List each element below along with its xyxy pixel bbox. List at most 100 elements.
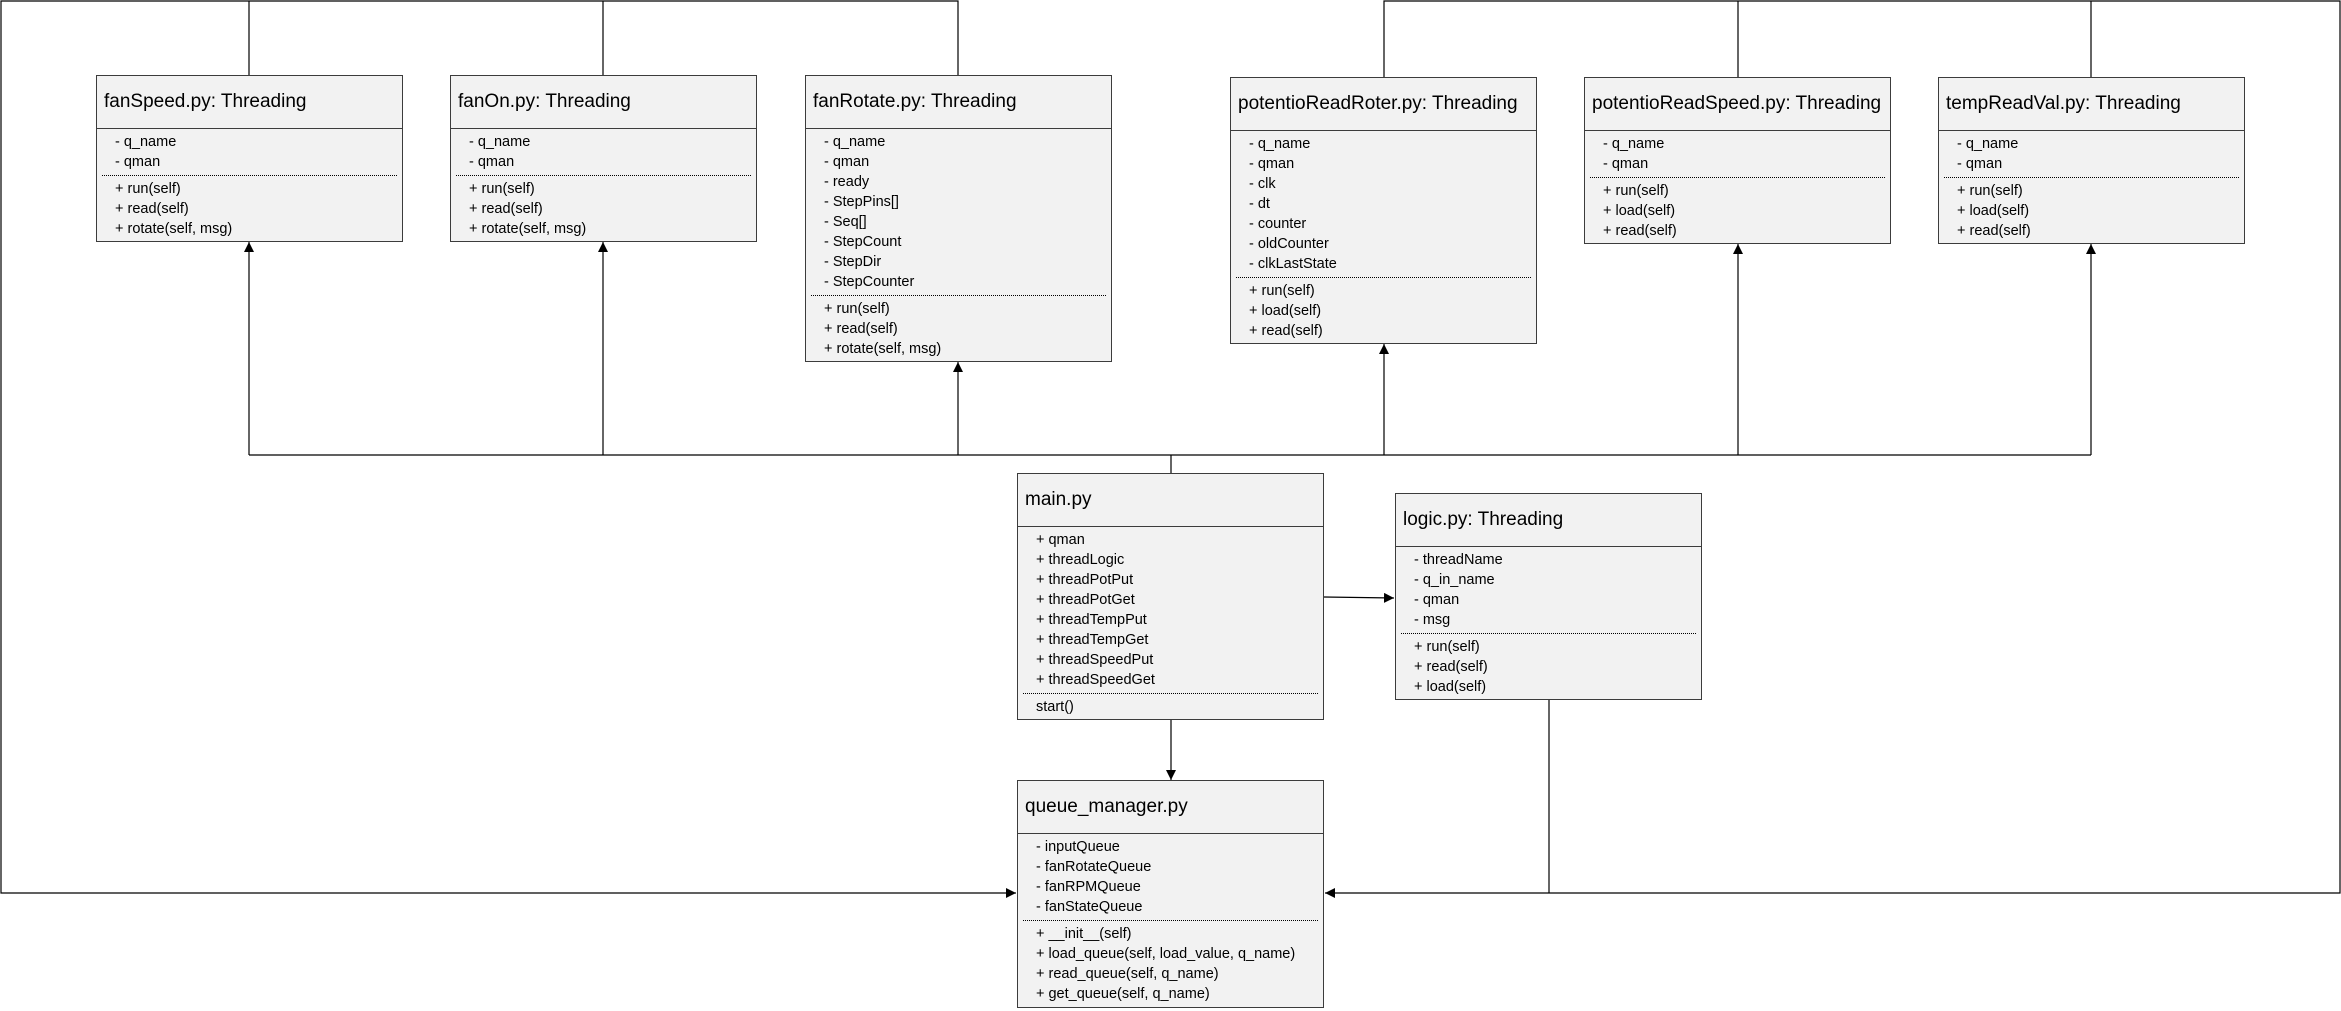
method: + run(self): [469, 181, 535, 197]
methods-section: + run(self) + read(self) + load(self): [1401, 633, 1696, 700]
attribute: + threadLogic: [1036, 552, 1125, 568]
attribute: - Seq[]: [824, 214, 867, 230]
class-queue-manager: queue_manager.py - inputQueue - fanRotat…: [1017, 780, 1324, 1008]
method: + rotate(self, msg): [469, 221, 587, 237]
class-potentioreadspeed: potentioReadSpeed.py: Threading - q_name…: [1584, 77, 1891, 244]
class-logic: logic.py: Threading - threadName - q_in_…: [1395, 493, 1702, 700]
class-title: fanSpeed.py: Threading: [97, 76, 402, 129]
method: + read(self): [1414, 659, 1488, 675]
attribute: - q_name: [1957, 136, 2019, 152]
attribute: + qman: [1036, 532, 1085, 548]
method: + load(self): [1603, 203, 1676, 219]
attribute: - q_name: [115, 134, 177, 150]
method: + read_queue(self, q_name): [1036, 966, 1219, 982]
attribute: - qman: [469, 154, 515, 170]
attribute: - q_name: [1603, 136, 1665, 152]
attribute: - q_name: [1249, 136, 1311, 152]
method: + read(self): [469, 201, 543, 217]
method: + rotate(self, msg): [824, 341, 942, 357]
attribute: - q_name: [469, 134, 531, 150]
attributes-section: - q_name - qman - clk - dt - counter - o…: [1231, 131, 1536, 277]
class-title: queue_manager.py: [1018, 781, 1323, 834]
attribute: - StepCount: [824, 234, 902, 250]
method: + run(self): [1249, 283, 1315, 299]
class-title: tempReadVal.py: Threading: [1939, 78, 2244, 131]
class-tempreadval: tempReadVal.py: Threading - q_name - qma…: [1938, 77, 2245, 244]
attribute: - msg: [1414, 612, 1451, 628]
class-main: main.py + qman + threadLogic + threadPot…: [1017, 473, 1324, 720]
class-title: main.py: [1018, 474, 1323, 527]
attribute: - ready: [824, 174, 870, 190]
attribute: - StepPins[]: [824, 194, 899, 210]
attribute: - qman: [824, 154, 870, 170]
method: + load(self): [1249, 303, 1322, 319]
attribute: + threadPotPut: [1036, 572, 1134, 588]
class-potentioreadroter: potentioReadRoter.py: Threading - q_name…: [1230, 77, 1537, 344]
right-loop-line: [1325, 0, 2341, 893]
attribute: - threadName: [1414, 552, 1503, 568]
method: + load_queue(self, load_value, q_name): [1036, 946, 1296, 962]
attribute: - inputQueue: [1036, 839, 1120, 855]
method: + get_queue(self, q_name): [1036, 986, 1210, 1002]
left-loop-line: [0, 0, 1016, 893]
method: + read(self): [1603, 223, 1677, 239]
attribute: + threadSpeedPut: [1036, 652, 1154, 668]
attribute: - fanRPMQueue: [1036, 879, 1141, 895]
attributes-section: + qman + threadLogic + threadPotPut + th…: [1018, 527, 1323, 693]
method: start(): [1036, 699, 1074, 715]
methods-section: + run(self) + read(self) + rotate(self, …: [456, 175, 751, 242]
attribute: - qman: [1603, 156, 1649, 172]
method: + run(self): [1603, 183, 1669, 199]
class-title: potentioReadRoter.py: Threading: [1231, 78, 1536, 131]
attributes-section: - q_name - qman: [1939, 131, 2244, 177]
attribute: - StepCounter: [824, 274, 915, 290]
attribute: - qman: [1957, 156, 2003, 172]
method: + run(self): [1957, 183, 2023, 199]
class-title: fanOn.py: Threading: [451, 76, 756, 129]
method: + read(self): [1957, 223, 2031, 239]
arrow-main-to-logic: [1323, 592, 1395, 603]
attribute: + threadPotGet: [1036, 592, 1135, 608]
attribute: - q_name: [824, 134, 886, 150]
class-fanon: fanOn.py: Threading - q_name - qman + ru…: [450, 75, 757, 242]
method: + read(self): [115, 201, 189, 217]
attribute: - counter: [1249, 216, 1307, 232]
method: + run(self): [115, 181, 181, 197]
method: + rotate(self, msg): [115, 221, 233, 237]
attributes-section: - inputQueue - fanRotateQueue - fanRPMQu…: [1018, 834, 1323, 920]
class-title: fanRotate.py: Threading: [806, 76, 1111, 129]
method: + run(self): [1414, 639, 1480, 655]
methods-section: + run(self) + read(self) + rotate(self, …: [811, 295, 1106, 362]
methods-section: start(): [1023, 693, 1318, 720]
attributes-section: - q_name - qman - ready - StepPins[] - S…: [806, 129, 1111, 295]
attributes-section: - q_name - qman: [97, 129, 402, 175]
methods-section: + run(self) + load(self) + read(self): [1590, 177, 1885, 244]
class-fanrotate: fanRotate.py: Threading - q_name - qman …: [805, 75, 1112, 362]
attribute: - fanRotateQueue: [1036, 859, 1152, 875]
class-title: potentioReadSpeed.py: Threading: [1585, 78, 1890, 131]
method: + read(self): [1249, 323, 1323, 339]
attribute: - clkLastState: [1249, 256, 1337, 272]
method: + run(self): [824, 301, 890, 317]
attribute: - qman: [115, 154, 161, 170]
class-fanspeed: fanSpeed.py: Threading - q_name - qman +…: [96, 75, 403, 242]
attribute: - StepDir: [824, 254, 882, 270]
attribute: - qman: [1414, 592, 1460, 608]
attribute: - oldCounter: [1249, 236, 1329, 252]
attribute: - clk: [1249, 176, 1276, 192]
attributes-section: - q_name - qman: [451, 129, 756, 175]
method: + __init__(self): [1036, 926, 1132, 942]
method: + load(self): [1957, 203, 2030, 219]
methods-section: + run(self) + read(self) + rotate(self, …: [102, 175, 397, 242]
methods-section: + __init__(self) + load_queue(self, load…: [1023, 920, 1318, 1007]
attribute: - q_in_name: [1414, 572, 1495, 588]
attribute: - dt: [1249, 196, 1270, 212]
attribute: + threadTempGet: [1036, 632, 1149, 648]
attribute: + threadSpeedGet: [1036, 672, 1155, 688]
class-title: logic.py: Threading: [1396, 494, 1701, 547]
attributes-section: - q_name - qman: [1585, 131, 1890, 177]
methods-section: + run(self) + load(self) + read(self): [1944, 177, 2239, 244]
attribute: - qman: [1249, 156, 1295, 172]
attribute: + threadTempPut: [1036, 612, 1147, 628]
